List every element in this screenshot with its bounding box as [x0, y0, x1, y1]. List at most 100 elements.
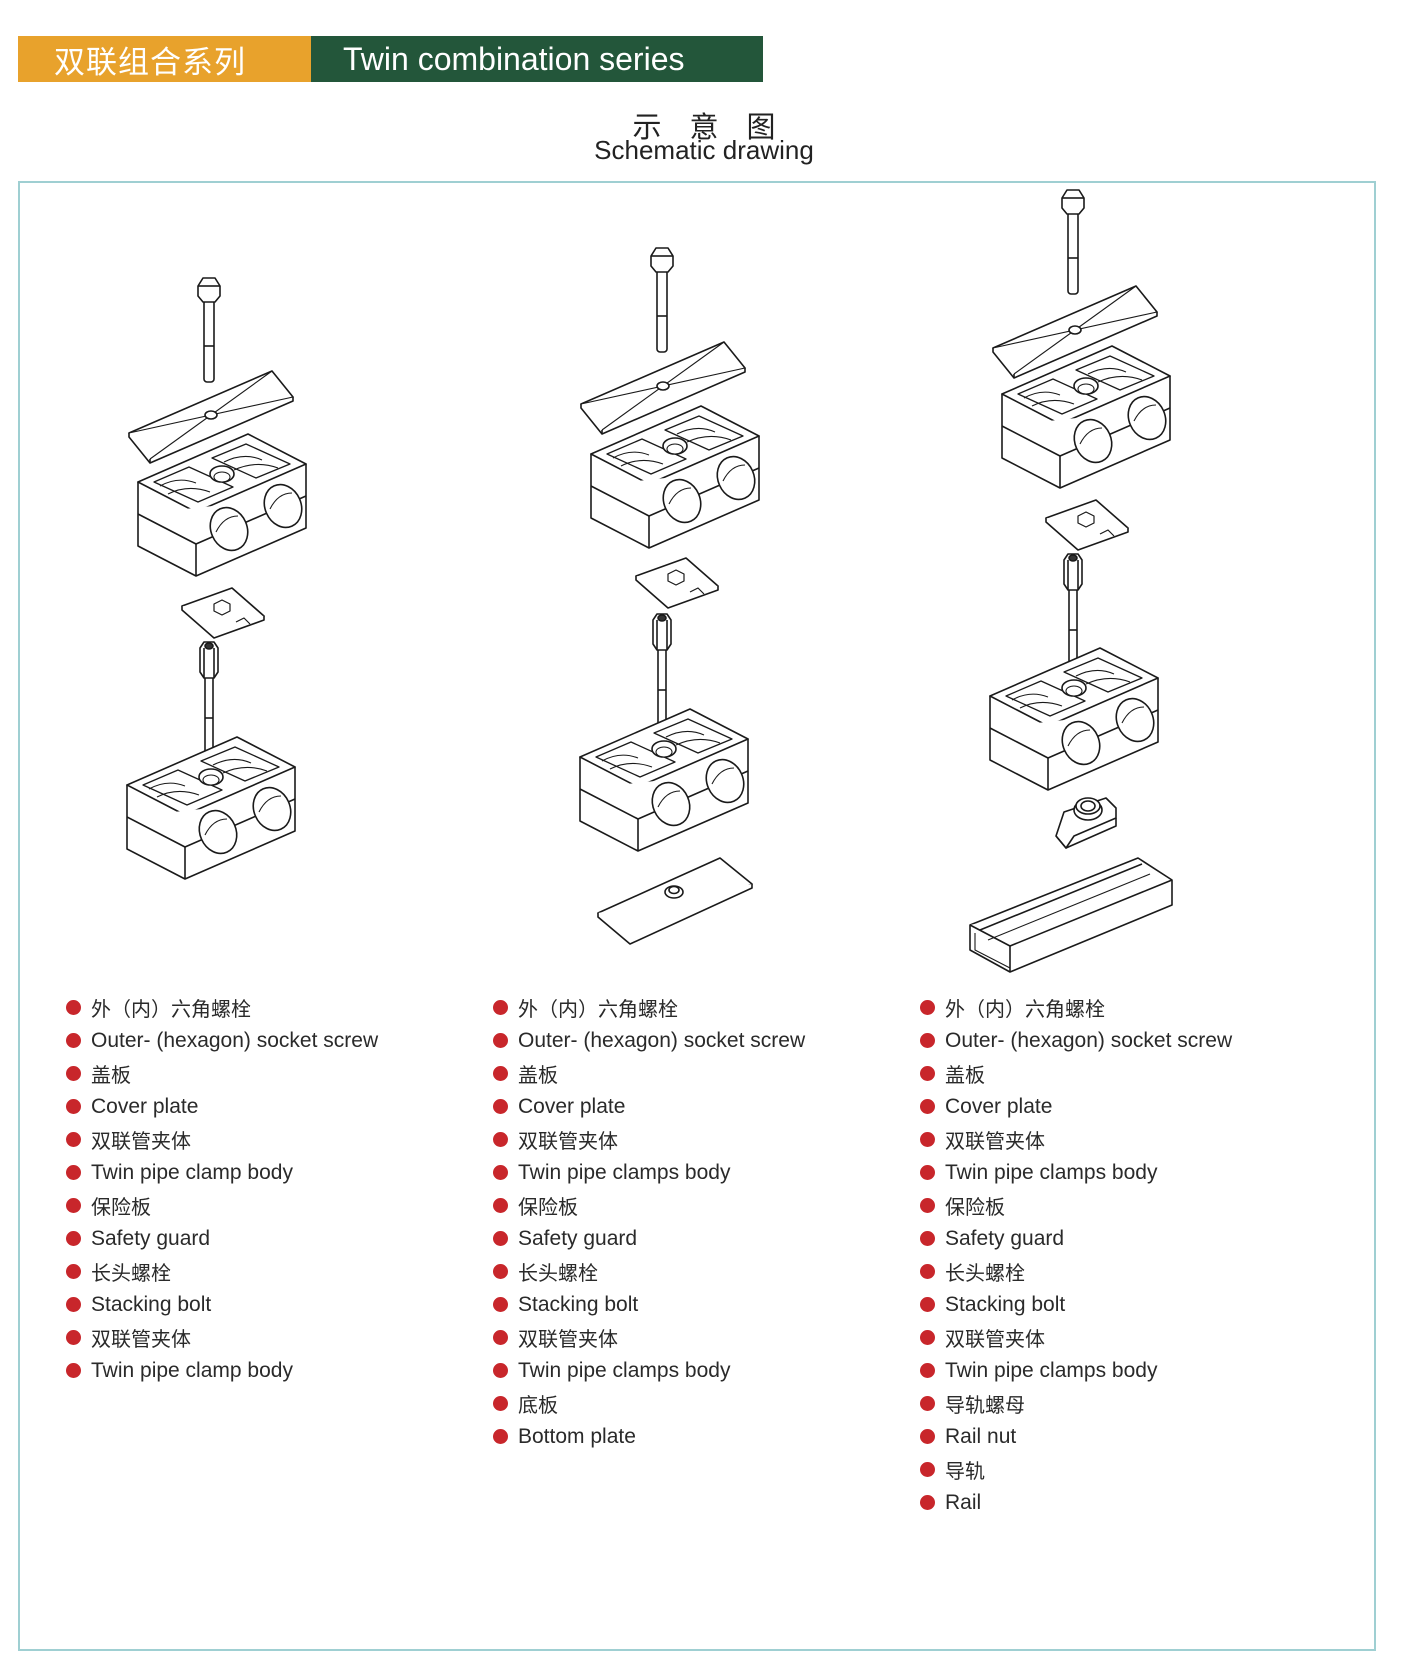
parts-list-item: Cover plate	[66, 1090, 378, 1123]
parts-list-column-3: 外（内）六角螺栓 Outer- (hexagon) socket screw 盖板 C…	[920, 991, 1232, 1519]
parts-list-item: 双联管夹体	[66, 1123, 378, 1156]
part-name-en: Bottom plate	[518, 1424, 636, 1448]
parts-list-item: 双联管夹体	[493, 1321, 805, 1354]
part-name-cn: 双联管夹体	[518, 1129, 618, 1153]
bullet-icon	[920, 1462, 935, 1477]
part-name-cn: 外（内）六角螺栓	[518, 997, 678, 1021]
parts-list-item: 外（内）六角螺栓	[66, 991, 378, 1024]
part-name-en: Outer- (hexagon) socket screw	[945, 1028, 1233, 1052]
column-2-drawing	[579, 247, 763, 945]
part-name-cn: 长头螺栓	[91, 1261, 171, 1285]
part-name-en: Twin pipe clamps body	[945, 1160, 1158, 1184]
part-name-cn: 长头螺栓	[945, 1261, 1025, 1285]
safety-guard-icon	[181, 587, 265, 639]
parts-list-item: 盖板	[66, 1057, 378, 1090]
parts-list-item: 双联管夹体	[66, 1321, 378, 1354]
part-name-en: Cover plate	[91, 1094, 199, 1118]
bullet-icon	[493, 1264, 508, 1279]
part-name-en: Outer- (hexagon) socket screw	[91, 1028, 379, 1052]
bullet-icon	[920, 1165, 935, 1180]
part-name-cn: 外（内）六角螺栓	[91, 997, 251, 1021]
bottom-plate-icon	[597, 857, 753, 945]
part-name-en: Stacking bolt	[518, 1292, 639, 1316]
bullet-icon	[920, 1429, 935, 1444]
bullet-icon	[920, 1297, 935, 1312]
parts-list-item: 双联管夹体	[493, 1123, 805, 1156]
part-name-cn: 双联管夹体	[518, 1327, 618, 1351]
bullet-icon	[493, 1198, 508, 1213]
schematic-heading-cn: 示意图	[632, 110, 804, 144]
part-name-en: Safety guard	[518, 1226, 638, 1250]
parts-list-column-2: 外（内）六角螺栓 Outer- (hexagon) socket screw 盖板 C…	[493, 991, 805, 1453]
bullet-icon	[66, 1099, 81, 1114]
bullet-icon	[66, 1330, 81, 1345]
parts-list-item: Outer- (hexagon) socket screw	[920, 1024, 1232, 1057]
bullet-icon	[493, 1396, 508, 1411]
part-name-cn: 底板	[518, 1393, 558, 1417]
stacking-bolt-icon	[199, 641, 219, 755]
part-name-en: Twin pipe clamps body	[518, 1358, 731, 1382]
part-name-en: Safety guard	[91, 1226, 211, 1250]
parts-list-item: 导轨	[920, 1453, 1232, 1486]
part-name-en: Twin pipe clamp body	[91, 1358, 293, 1382]
parts-list-item: Stacking bolt	[493, 1288, 805, 1321]
bullet-icon	[493, 1000, 508, 1015]
part-name-cn: 双联管夹体	[91, 1129, 191, 1153]
parts-list-item: Cover plate	[493, 1090, 805, 1123]
parts-list-item: Bottom plate	[493, 1420, 805, 1453]
part-name-cn: 双联管夹体	[945, 1129, 1045, 1153]
bullet-icon	[920, 1396, 935, 1411]
part-name-en: Stacking bolt	[945, 1292, 1066, 1316]
parts-list-item: 长头螺栓	[493, 1255, 805, 1288]
bullet-icon	[66, 1264, 81, 1279]
bullet-icon	[66, 1363, 81, 1378]
bullet-icon	[66, 1000, 81, 1015]
part-name-cn: 盖板	[91, 1063, 131, 1087]
parts-list-item: 长头螺栓	[66, 1255, 378, 1288]
bullet-icon	[493, 1132, 508, 1147]
parts-list-item: Twin pipe clamps body	[920, 1354, 1232, 1387]
parts-list-item: 保险板	[493, 1189, 805, 1222]
parts-list-item: 导轨螺母	[920, 1387, 1232, 1420]
part-name-cn: 长头螺栓	[518, 1261, 598, 1285]
twin-clamp-body-icon	[989, 647, 1162, 791]
bullet-icon	[66, 1066, 81, 1081]
parts-list-item: 盖板	[920, 1057, 1232, 1090]
bullet-icon	[493, 1099, 508, 1114]
parts-list-item: Twin pipe clamps body	[493, 1156, 805, 1189]
safety-guard-icon	[1045, 499, 1129, 551]
parts-list-item: 保险板	[920, 1189, 1232, 1222]
part-name-cn: 双联管夹体	[91, 1327, 191, 1351]
stacking-bolt-icon	[1063, 553, 1083, 667]
parts-list-item: Rail nut	[920, 1420, 1232, 1453]
parts-list-item: 底板	[493, 1387, 805, 1420]
part-name-cn: 盖板	[518, 1063, 558, 1087]
bullet-icon	[66, 1297, 81, 1312]
part-name-en: Rail nut	[945, 1424, 1017, 1448]
part-name-en: Outer- (hexagon) socket screw	[518, 1028, 806, 1052]
part-name-cn: 导轨螺母	[945, 1393, 1025, 1417]
bullet-icon	[920, 1132, 935, 1147]
parts-list-item: Safety guard	[66, 1222, 378, 1255]
bullet-icon	[66, 1231, 81, 1246]
bullet-icon	[493, 1165, 508, 1180]
parts-list-column-1: 外（内）六角螺栓 Outer- (hexagon) socket screw 盖板 C…	[66, 991, 378, 1387]
part-name-en: Rail	[945, 1490, 982, 1514]
part-name-cn: 盖板	[945, 1063, 985, 1087]
bullet-icon	[66, 1033, 81, 1048]
parts-list-item: Rail	[920, 1486, 1232, 1519]
bullet-icon	[920, 1330, 935, 1345]
bullet-icon	[920, 1033, 935, 1048]
part-name-cn: 外（内）六角螺栓	[945, 997, 1105, 1021]
bullet-icon	[493, 1363, 508, 1378]
bullet-icon	[493, 1330, 508, 1345]
part-name-en: Twin pipe clamps body	[518, 1160, 731, 1184]
bullet-icon	[493, 1066, 508, 1081]
part-name-en: Twin pipe clamp body	[91, 1160, 293, 1184]
part-name-cn: 保险板	[518, 1195, 578, 1219]
parts-list-item: 双联管夹体	[920, 1123, 1232, 1156]
parts-list-item: Cover plate	[920, 1090, 1232, 1123]
stacking-bolt-icon	[652, 613, 672, 727]
parts-list-item: Twin pipe clamp body	[66, 1156, 378, 1189]
